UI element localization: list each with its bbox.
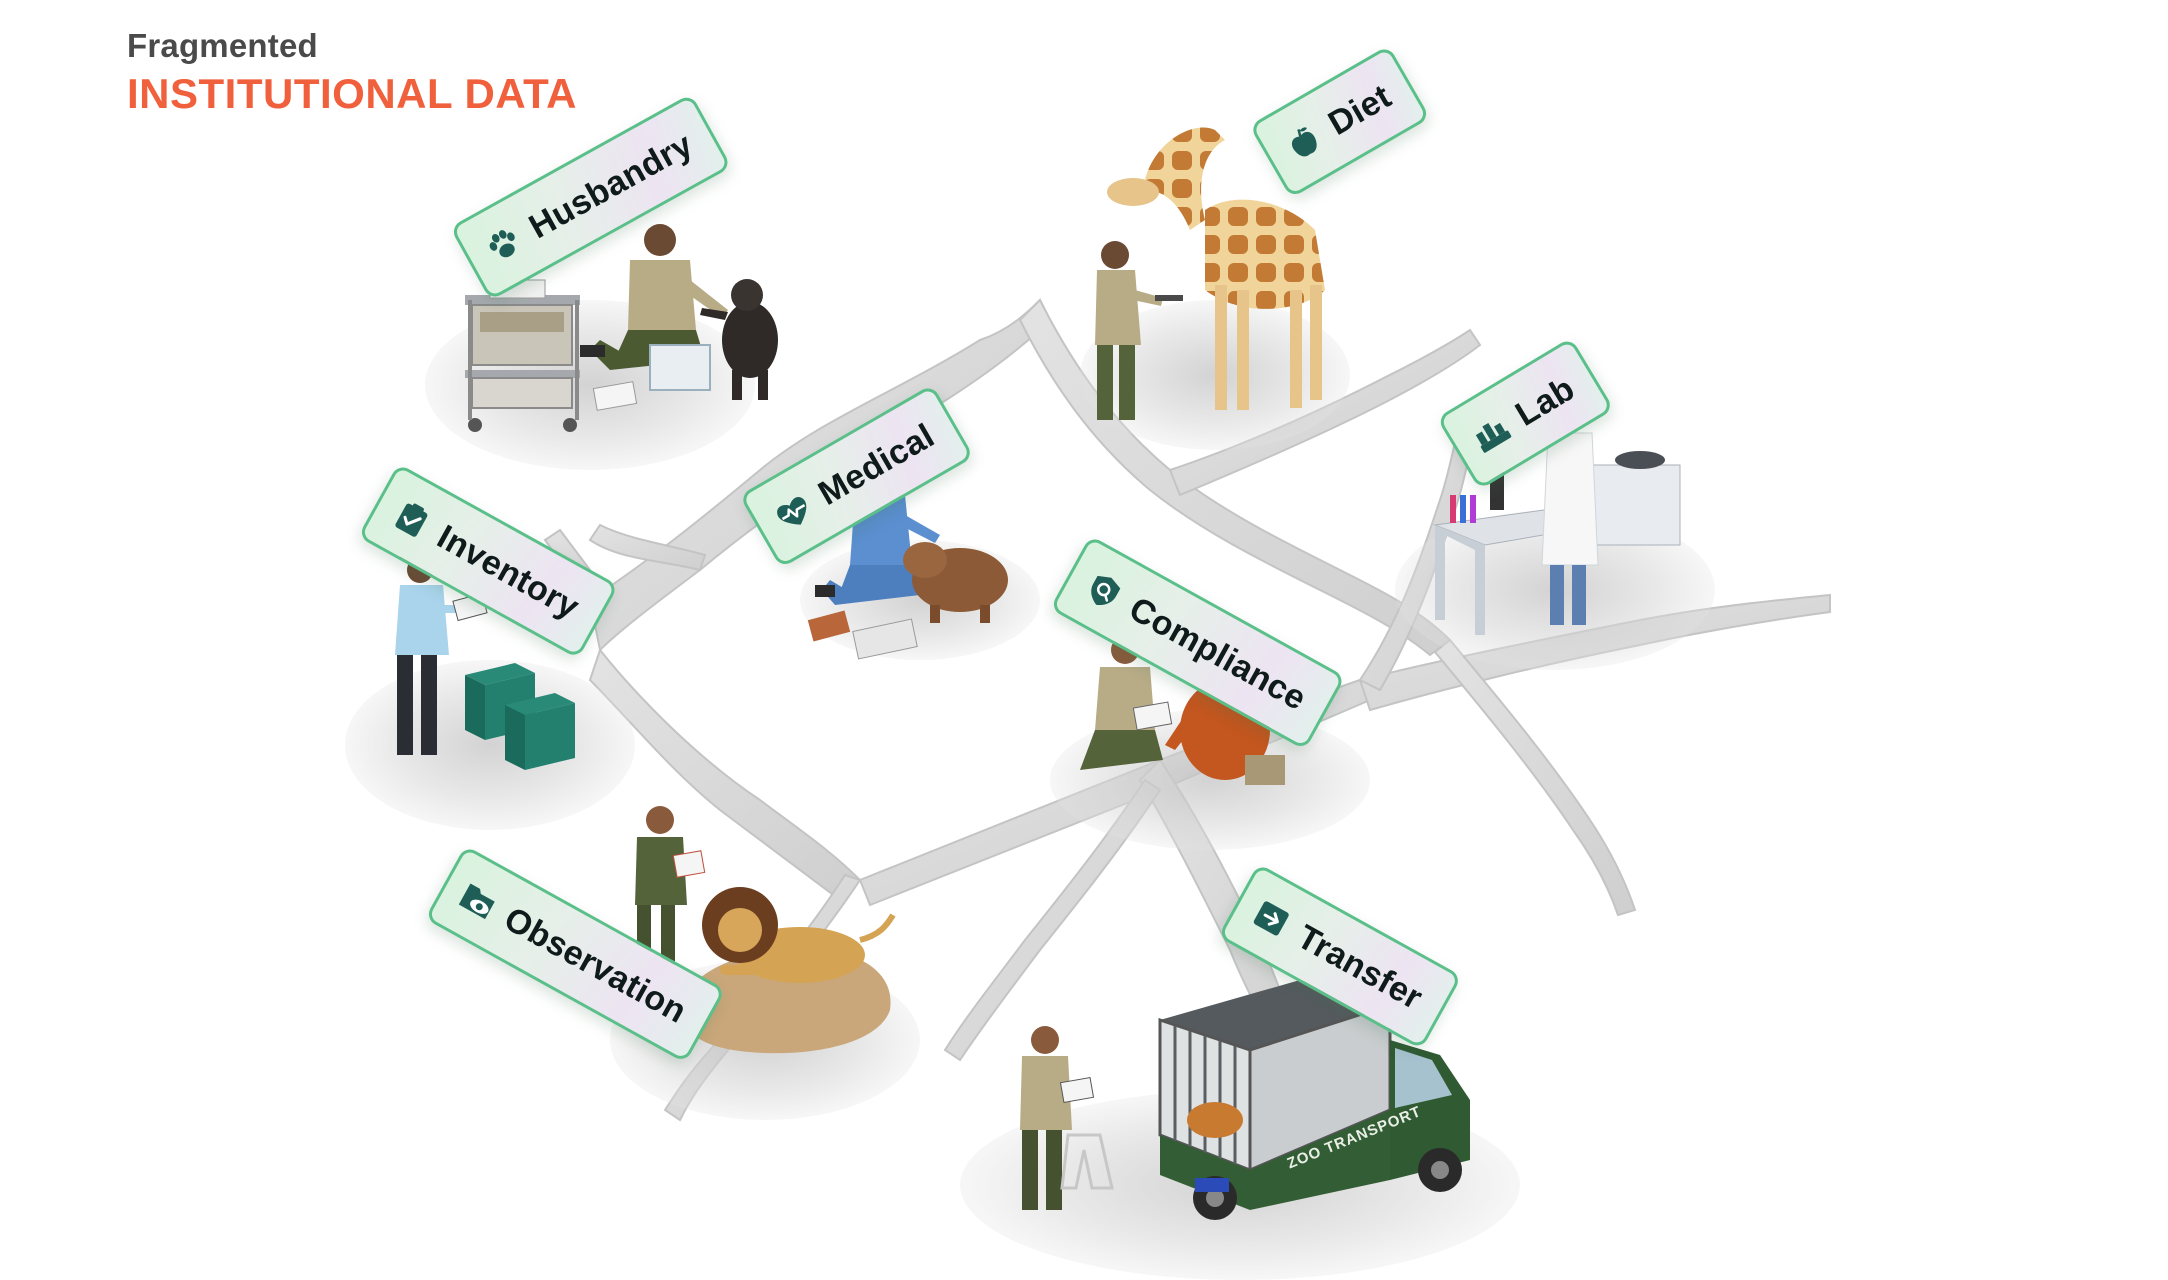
arrow-box-icon — [1248, 894, 1297, 943]
scene-husbandry — [460, 220, 800, 440]
scene-diet — [1085, 120, 1345, 450]
tag-medical: Medical — [739, 384, 974, 569]
apple-icon — [1279, 118, 1328, 167]
heading: Fragmented INSTITUTIONAL DATA — [127, 24, 577, 120]
shield-icon — [1080, 566, 1129, 615]
paw-icon — [480, 221, 529, 270]
clipboard-check-icon — [388, 494, 437, 543]
tag-compliance: Compliance — [1049, 535, 1346, 751]
tag-diet: Diet — [1249, 44, 1431, 199]
tag-transfer: Transfer — [1217, 863, 1462, 1050]
scene-observation — [625, 805, 900, 1060]
tag-observation: Observation — [424, 845, 726, 1064]
tag-husbandry: Husbandry — [449, 93, 733, 301]
tag-lab-label: Lab — [1508, 369, 1581, 434]
scene-inventory — [385, 545, 605, 775]
tag-lab: Lab — [1436, 336, 1615, 491]
tag-diet-label: Diet — [1321, 76, 1398, 143]
tag-inventory: Inventory — [357, 463, 619, 659]
heart-pulse-icon — [769, 488, 818, 537]
heading-subtitle: Fragmented — [127, 27, 318, 64]
folder-eye-icon — [455, 876, 504, 925]
heading-title: INSTITUTIONAL DATA — [127, 70, 577, 117]
lab-icon — [1467, 409, 1516, 458]
